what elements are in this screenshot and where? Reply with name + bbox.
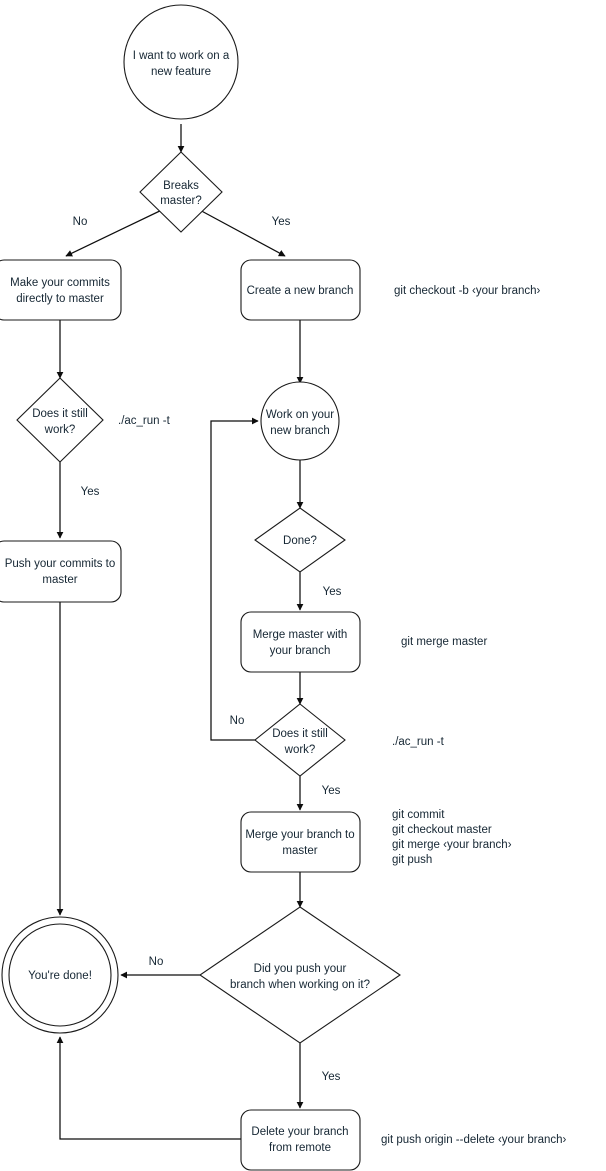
make-commits-label-line2: directly to master [16, 293, 104, 305]
edge-breaks-to-make-commits [65, 207, 167, 257]
note-git-merge-master: git merge master [401, 636, 487, 648]
node-youre-done[interactable]: You're done! [1, 916, 119, 1034]
start-circle-shape [123, 4, 239, 120]
note-merge-commands-line2: git checkout master [392, 824, 492, 836]
node-push-commits[interactable]: Push your commits to master [0, 540, 122, 603]
push-commits-rect-shape [0, 540, 122, 603]
merge-master-rect-shape [240, 611, 361, 673]
done-question-label: Done? [283, 535, 317, 547]
start-label-line2: new feature [151, 66, 211, 78]
note-ac-run-right: ./ac_run -t [392, 736, 445, 748]
node-done-question[interactable]: Done? [254, 507, 346, 573]
edges-group [56, 124, 304, 1140]
node-merge-branch[interactable]: Merge your branch to master [240, 811, 361, 873]
edge-still-work-no-loopback [210, 417, 259, 741]
left-still-work-diamond-shape [16, 377, 104, 463]
node-right-does-it-still-work[interactable]: Does it still work? [254, 703, 346, 777]
did-push-label-line2: branch when working on it? [230, 979, 370, 991]
merge-master-label-line2: your branch [270, 645, 331, 657]
node-delete-branch[interactable]: Delete your branch from remote [240, 1109, 361, 1171]
note-merge-commands-line3: git merge ‹your branch› [392, 839, 512, 851]
node-merge-master[interactable]: Merge master with your branch [240, 611, 361, 673]
node-left-does-it-still-work[interactable]: Does it still work? [16, 377, 104, 463]
edge-label-did-push-yes: Yes [322, 1071, 341, 1083]
node-create-branch[interactable]: Create a new branch [240, 259, 361, 321]
node-start[interactable]: I want to work on a new feature [123, 4, 239, 120]
delete-branch-label-line2: from remote [269, 1142, 331, 1154]
note-git-checkout-branch: git checkout -b ‹your branch› [394, 285, 541, 297]
breaks-master-label-line1: Breaks [163, 180, 199, 192]
edge-label-did-push-no: No [149, 956, 164, 968]
edge-label-breaks-yes: Yes [272, 216, 291, 228]
work-on-branch-label-line1: Work on your [266, 409, 334, 421]
did-push-label-line1: Did you push your [254, 963, 347, 975]
make-commits-label-line1: Make your commits [10, 277, 110, 289]
left-still-work-label-line1: Does it still [32, 408, 88, 420]
push-commits-label-line2: master [42, 574, 77, 586]
left-still-work-label-line2: work? [44, 424, 76, 436]
right-still-work-diamond-shape [254, 703, 346, 777]
create-branch-rect-shape [240, 259, 361, 321]
did-push-diamond-shape [199, 906, 401, 1044]
side-notes-group: git checkout -b ‹your branch› ./ac_run -… [118, 285, 567, 1146]
note-git-push-origin-delete: git push origin --delete ‹your branch› [381, 1134, 567, 1146]
youre-done-inner-circle-shape [8, 923, 112, 1027]
node-did-push-question[interactable]: Did you push your branch when working on… [199, 906, 401, 1044]
edge-label-breaks-no: No [73, 216, 88, 228]
edge-label-done-yes: Yes [323, 586, 342, 598]
make-commits-rect-shape [0, 259, 122, 321]
note-ac-run-left: ./ac_run -t [118, 415, 171, 427]
create-branch-label: Create a new branch [247, 285, 354, 297]
node-breaks-master[interactable]: Breaks master? [139, 151, 223, 233]
edge-label-left-work-yes: Yes [81, 486, 100, 498]
edge-labels-group: No Yes Yes Yes No Yes No Yes [73, 216, 342, 1083]
note-merge-commands-line4: git push [392, 854, 432, 866]
start-label-line1: I want to work on a [133, 50, 230, 62]
edge-label-right-work-no: No [230, 715, 245, 727]
breaks-master-label-line2: master? [160, 195, 202, 207]
edge-breaks-to-create-branch [195, 207, 286, 257]
delete-branch-rect-shape [240, 1109, 361, 1171]
work-on-branch-label-line2: new branch [270, 425, 329, 437]
merge-branch-label-line2: master [282, 845, 317, 857]
edge-delete-branch-to-done [56, 1036, 241, 1140]
node-make-commits[interactable]: Make your commits directly to master [0, 259, 122, 321]
merge-branch-rect-shape [240, 811, 361, 873]
merge-master-label-line1: Merge master with [253, 629, 348, 641]
breaks-master-diamond-shape [139, 151, 223, 233]
done-question-diamond-shape [254, 507, 346, 573]
youre-done-label: You're done! [28, 970, 92, 982]
note-merge-commands-line1: git commit [392, 809, 445, 821]
merge-branch-label-line1: Merge your branch to [245, 829, 354, 841]
right-still-work-label-line1: Does it still [272, 728, 328, 740]
push-commits-label-line1: Push your commits to [5, 558, 116, 570]
node-work-on-branch[interactable]: Work on your new branch [260, 381, 340, 461]
work-on-branch-circle-shape [260, 381, 340, 461]
right-still-work-label-line2: work? [284, 744, 316, 756]
delete-branch-label-line1: Delete your branch [251, 1126, 348, 1138]
edge-label-right-work-yes: Yes [322, 785, 341, 797]
